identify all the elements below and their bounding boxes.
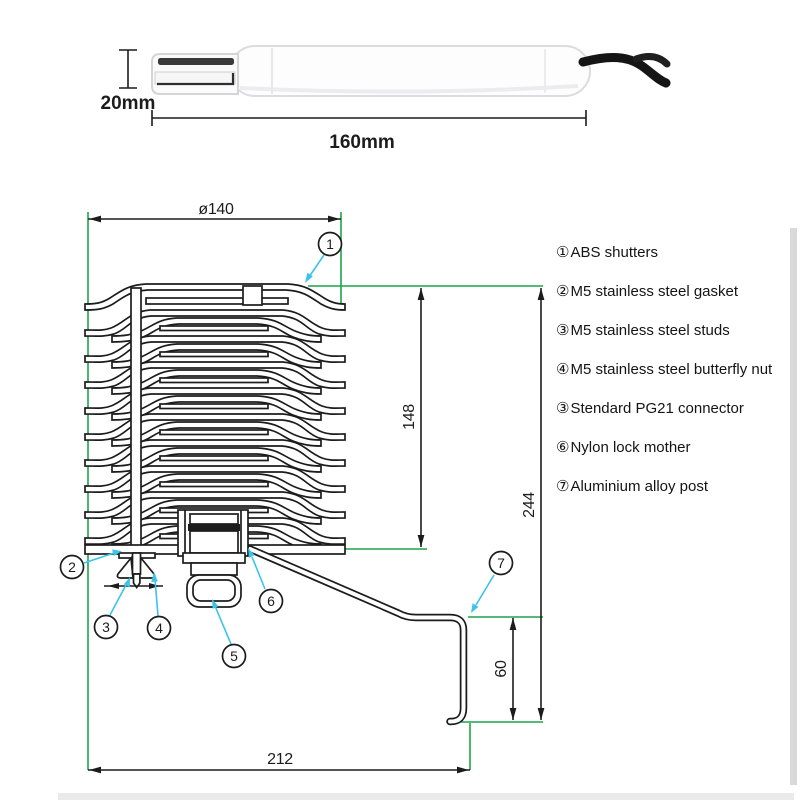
parts-list-item-4: ④ M5 stainless steel butterfly nut — [556, 361, 800, 378]
pg21-connector — [177, 509, 249, 608]
part-label: M5 stainless steel gasket — [570, 283, 739, 300]
part-number: ③ — [556, 322, 570, 339]
callout-leaders — [83, 254, 495, 645]
part-number: ③ — [556, 400, 570, 417]
part-label: ABS shutters — [570, 244, 658, 261]
part-label: Aluminium alloy post — [570, 478, 709, 495]
callout-5-number: 5 — [230, 648, 238, 664]
callout-3-number: 3 — [102, 619, 110, 635]
part-label: M5 stainless steel studs — [570, 322, 730, 339]
callout-7-number: 7 — [497, 555, 505, 571]
part-number: ⑥ — [556, 439, 570, 456]
central-stud — [130, 287, 142, 555]
dim-base-width-label: 212 — [267, 751, 293, 768]
part-label: Stendard PG21 connector — [570, 400, 744, 417]
parts-list: ① ABS shutters ② M5 stainless steel gask… — [556, 244, 800, 517]
dim-total-height-label: 244 — [521, 492, 538, 518]
nut-width-dimension — [104, 583, 163, 589]
dimension-60: 60 — [493, 618, 517, 720]
part-label: Nylon lock mother — [570, 439, 691, 456]
probe-cable — [578, 53, 671, 88]
mounting-post — [246, 545, 468, 726]
scan-edge-bands — [58, 228, 797, 800]
callout-6-number: 6 — [267, 593, 275, 609]
callout-6: 6 — [258, 588, 284, 614]
connector-seal — [188, 524, 240, 531]
part-label: M5 stainless steel butterfly nut — [570, 361, 773, 378]
fastener-assembly — [104, 552, 163, 589]
part-number: ④ — [556, 361, 570, 378]
dimension-base-212: 212 — [88, 751, 470, 774]
probe-sensor-head — [151, 53, 239, 95]
callout-1: 1 — [317, 231, 343, 257]
photo-dimension-160mm: 160mm — [151, 110, 587, 153]
dim-post-offset-label: 60 — [493, 660, 510, 678]
callout-4: 4 — [146, 615, 172, 641]
parts-list-item-2: ② M5 stainless steel gasket — [556, 283, 800, 300]
dimension-diameter-140: ø140 — [88, 201, 341, 223]
parts-list-item-1: ① ABS shutters — [556, 244, 800, 261]
sensor-vent-slot — [157, 73, 235, 86]
callout-7: 7 — [488, 550, 514, 576]
part-number: ① — [556, 244, 570, 261]
callout-4-number: 4 — [155, 620, 163, 636]
callout-2: 2 — [59, 554, 85, 580]
shield-top-cap — [84, 283, 346, 311]
callout-3: 3 — [93, 614, 119, 640]
sensor-vent-slot — [158, 58, 234, 65]
probe-height-label: 20mm — [101, 93, 156, 114]
part-number: ② — [556, 283, 570, 300]
photo-dimension-20mm: 20mm — [101, 49, 156, 114]
dim-shield-height-label: 148 — [401, 404, 418, 430]
probe-length-label: 160mm — [329, 132, 395, 153]
butterfly-nut-left-wing — [116, 555, 134, 579]
parts-list-item-5: ③ Stendard PG21 connector — [556, 400, 800, 417]
dimension-height-148: 148 — [401, 288, 425, 547]
dimension-height-244: 244 — [521, 288, 545, 720]
probe-photo — [151, 45, 671, 97]
dim-diameter-label: ø140 — [198, 201, 234, 218]
parts-list-item-3: ③ M5 stainless steel studs — [556, 322, 800, 339]
parts-list-item-6: ⑥ Nylon lock mother — [556, 439, 800, 456]
callout-2-number: 2 — [68, 559, 76, 575]
callout-5: 5 — [221, 643, 247, 669]
part-number: ⑦ — [556, 478, 570, 495]
parts-list-item-7: ⑦ Aluminium alloy post — [556, 478, 800, 495]
callout-1-number: 1 — [326, 236, 334, 252]
